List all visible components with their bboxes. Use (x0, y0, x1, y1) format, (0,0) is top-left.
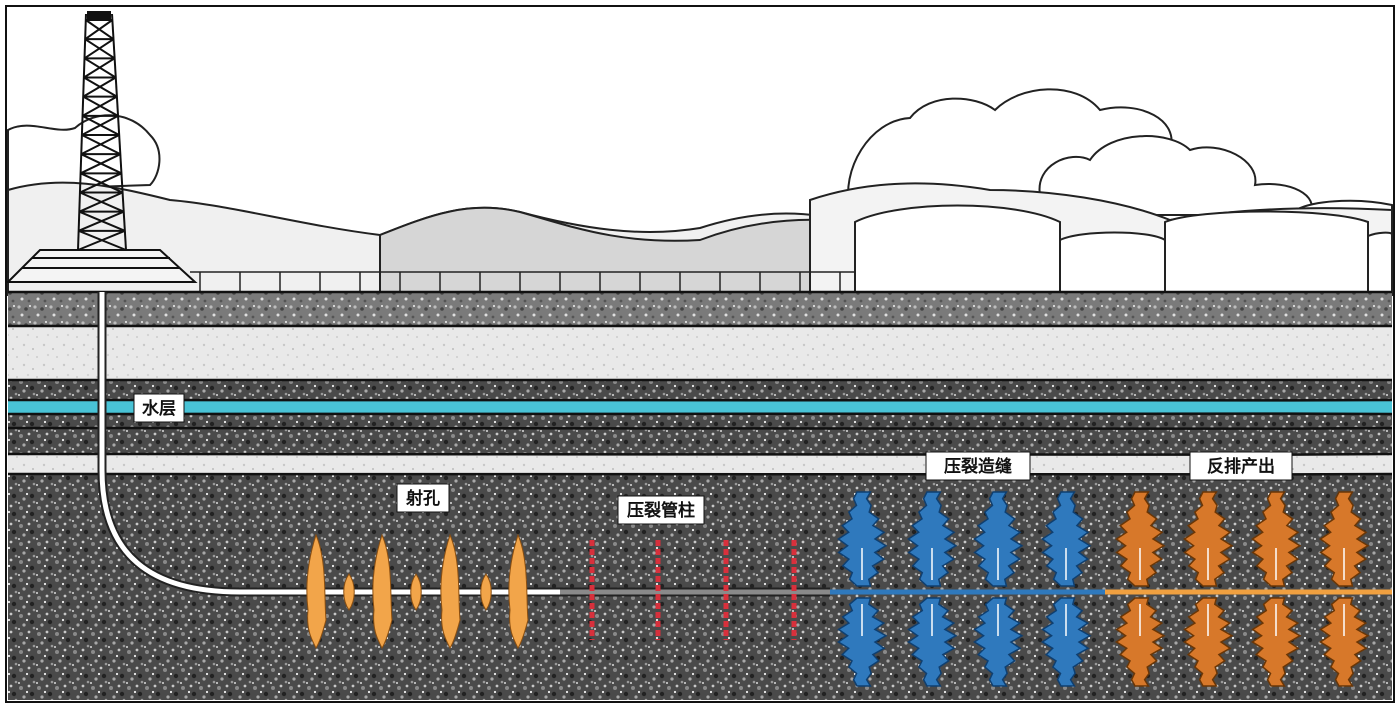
label-perforation-text: 射孔 (405, 488, 440, 509)
flowback-blob-lower (1251, 597, 1302, 687)
stratum-topsoil (8, 292, 1392, 326)
flowback-blob-upper (1115, 491, 1166, 587)
perforation-mark (372, 533, 393, 649)
fracture-blob-lower (907, 597, 958, 687)
drilling-rig-icon (5, 11, 198, 283)
perforations (306, 533, 529, 649)
label-flowback-production: 反排产出 (1189, 451, 1293, 481)
label-frac-string-text: 压裂管柱 (627, 500, 695, 521)
fracture-blob-lower (837, 597, 888, 687)
fracture-blob-upper (973, 491, 1024, 587)
flowback-blob-upper (1251, 491, 1302, 587)
perforation-mark (508, 533, 529, 649)
fractures (837, 491, 1092, 687)
flowback-blob-upper (1319, 491, 1370, 587)
frac-string-markers (589, 540, 797, 640)
label-water-layer: 水层 (133, 393, 185, 423)
label-fracture-creation-text: 压裂造缝 (944, 456, 1012, 477)
perforation-mark (306, 533, 327, 649)
flowback-blob-lower (1183, 597, 1234, 687)
storage-tank-icon (854, 204, 1393, 293)
perforation-mark-small (410, 573, 422, 611)
label-frac-string: 压裂管柱 (617, 495, 705, 525)
flowback-blob-upper (1183, 491, 1234, 587)
label-flowback-production-text: 反排产出 (1207, 456, 1275, 477)
fracture-blob-upper (907, 491, 958, 587)
perforation-mark-small (480, 573, 492, 611)
flowback-fractures (1115, 491, 1370, 687)
label-fracture-creation: 压裂造缝 (925, 451, 1031, 481)
label-perforation: 射孔 (396, 483, 450, 513)
flowback-blob-lower (1115, 597, 1166, 687)
stratum-sand (8, 326, 1392, 380)
fracture-blob-upper (1041, 491, 1092, 587)
water-layer (8, 400, 1392, 414)
perforation-mark-small (343, 573, 355, 611)
label-water-layer-text: 水层 (142, 398, 176, 419)
perforation-mark (440, 533, 461, 649)
stratum-light-band (8, 454, 1392, 474)
strata-boundaries (7, 290, 1393, 476)
frame (5, 5, 1395, 703)
fracture-blob-upper (837, 491, 888, 587)
stratum-shale-2 (8, 414, 1392, 454)
fracture-blob-lower (1041, 597, 1092, 687)
wellbore (97, 292, 1392, 597)
fracture-blob-lower (973, 597, 1024, 687)
flowback-blob-lower (1319, 597, 1370, 687)
stratum-shale-1 (8, 380, 1392, 400)
